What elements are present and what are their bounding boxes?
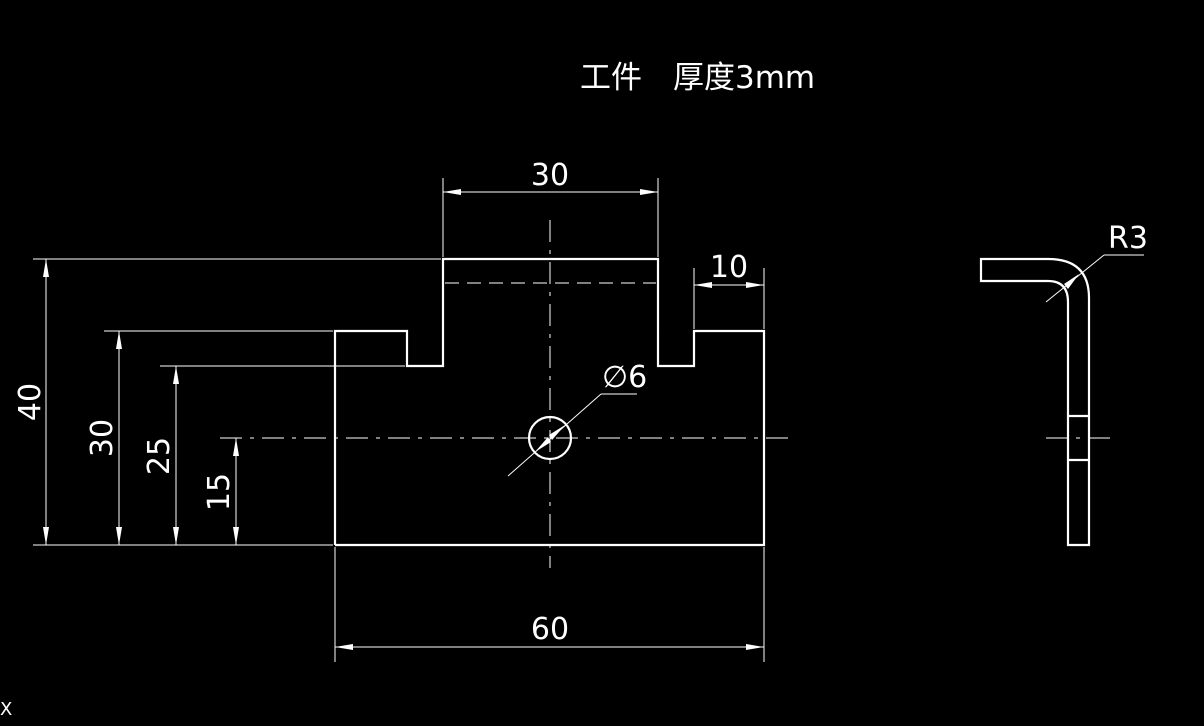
dim-total-height: 40 — [13, 383, 48, 421]
arrowhead — [43, 527, 49, 545]
arrowhead — [549, 425, 565, 440]
arrowhead — [746, 282, 764, 288]
arrowhead — [335, 644, 353, 650]
dim-top-width: 30 — [531, 158, 569, 193]
dim-hole-center-height: 15 — [202, 473, 237, 511]
arrowhead — [116, 527, 122, 545]
part-outline — [333, 257, 766, 547]
dim-hole-diameter: ∅6 — [602, 360, 647, 395]
arrowhead — [746, 644, 764, 650]
arrowhead — [43, 259, 49, 277]
arrowhead — [233, 527, 239, 545]
arrowhead — [443, 189, 461, 195]
ucs-x-label: X — [0, 699, 12, 720]
dim-bend-radius: R3 — [1108, 221, 1148, 256]
arrowhead — [640, 189, 658, 195]
dim-total-width: 60 — [531, 612, 569, 647]
dim-right-slot: 10 — [710, 250, 748, 285]
arrowhead — [535, 437, 551, 452]
arrowhead — [173, 366, 179, 384]
dim-slot-bottom-height: 25 — [142, 437, 177, 475]
side-view-profile — [979, 257, 1091, 547]
dim-left-step-height: 30 — [85, 419, 120, 457]
arrowhead — [233, 438, 239, 456]
arrowhead — [116, 331, 122, 349]
hole-circle — [527, 415, 573, 461]
arrowhead — [173, 527, 179, 545]
arrowhead — [1064, 274, 1079, 289]
drawing-title: 工件 厚度3mm — [580, 60, 815, 96]
arrowhead — [694, 282, 712, 288]
